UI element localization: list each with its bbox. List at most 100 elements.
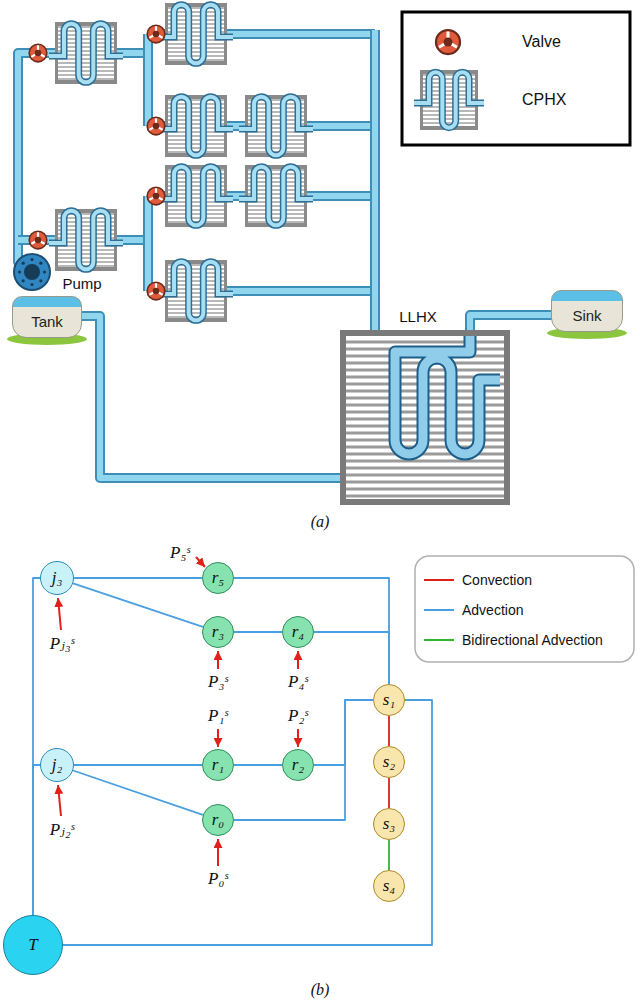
node-text: s₂: [383, 752, 396, 772]
legend-text: Convection: [462, 572, 532, 588]
pipe: [145, 34, 151, 126]
node-text: j₂: [52, 755, 63, 775]
graph-node: s₄: [373, 870, 405, 902]
graph-node: s₂: [373, 746, 405, 778]
connector: [234, 764, 282, 766]
connector: [33, 578, 40, 915]
legend-box: [415, 556, 634, 662]
connector: [314, 632, 389, 684]
cphx-symbol: [49, 209, 123, 271]
connector: [388, 840, 390, 870]
graph-node: j₂: [40, 748, 74, 782]
connector: [33, 765, 40, 915]
tank-node: T: [3, 915, 63, 975]
graph-node: r₂: [282, 749, 314, 781]
pipe: [227, 288, 375, 294]
heat-load-label: Pⱼ₂ˢ: [50, 819, 74, 840]
pipe: [227, 29, 375, 39]
valve-symbol: [147, 282, 165, 300]
leader-arrow: [217, 729, 219, 747]
cphx-symbol: [159, 3, 233, 65]
pipe: [18, 53, 60, 262]
leader-arrow: [58, 785, 61, 816]
connector: [234, 578, 389, 684]
legend-text: Bidirectional Advection: [462, 632, 603, 648]
graph-node: r₅: [202, 562, 234, 594]
heat-load-label: P₅ˢ: [170, 543, 190, 563]
graph-node: r₃: [202, 616, 234, 648]
pipe: [18, 53, 60, 262]
node-text: s₃: [383, 814, 396, 834]
pipe: [227, 31, 375, 37]
panel-label: (b): [311, 981, 330, 999]
heat-load-label: P₃ˢ: [208, 672, 228, 692]
heat-load-label: P₄ˢ: [288, 672, 308, 692]
valve-symbol: [29, 44, 47, 62]
panel-label: (a): [311, 513, 330, 531]
pipe: [307, 121, 375, 131]
graph-node: s₁: [373, 684, 405, 716]
node-text: s₄: [383, 876, 396, 896]
graph-node: j₃: [40, 561, 74, 595]
node-text: j₃: [52, 568, 63, 588]
leader-arrow: [196, 557, 205, 567]
pipe: [145, 196, 151, 291]
reservoir-box: Tank: [12, 296, 82, 338]
pipe: [143, 196, 153, 291]
part-label: Pump: [62, 275, 101, 292]
connector: [73, 770, 203, 814]
cphx-symbol: [159, 95, 233, 157]
valve-symbol: [436, 30, 460, 54]
leader-arrow: [58, 598, 61, 630]
leader-arrow: [297, 729, 299, 747]
heat-load-label: P₁ˢ: [208, 706, 228, 726]
connector: [314, 700, 373, 765]
pipe: [82, 316, 345, 478]
legend-text: Advection: [462, 602, 523, 618]
connector: [234, 631, 282, 633]
connector: [388, 716, 390, 746]
heat-load-label: Pⱼ₃ˢ: [50, 633, 74, 654]
llhx-symbol: [343, 333, 507, 502]
node-text: r₁: [212, 755, 225, 775]
node-text: Tank: [31, 313, 63, 330]
graph-node: r₀: [202, 804, 234, 836]
connector: [234, 700, 373, 820]
graph-node: r₁: [202, 749, 234, 781]
cphx-symbol: [159, 260, 233, 322]
cphx-symbol: [239, 165, 313, 227]
valve-symbol: [147, 25, 165, 43]
pipe: [372, 30, 378, 336]
pump-symbol: [14, 254, 50, 290]
connector: [74, 577, 202, 579]
connector: [73, 583, 203, 627]
pipe: [82, 316, 345, 478]
cphx-symbol: [159, 165, 233, 227]
pipe: [307, 193, 375, 199]
connector: [74, 764, 202, 766]
connector: [63, 700, 432, 945]
reservoir-box: Sink: [551, 290, 623, 332]
node-text: r₄: [292, 622, 305, 642]
cphx-symbol: [49, 22, 123, 84]
node-text: Sink: [572, 307, 601, 324]
heat-load-label: P₀ˢ: [208, 869, 228, 889]
leader-arrow: [297, 651, 299, 669]
legend-sample: [424, 639, 454, 641]
graph-node: s₃: [373, 808, 405, 840]
leader-arrow: [217, 839, 219, 866]
pipe: [370, 30, 380, 336]
node-text: T: [28, 935, 37, 955]
legend-sample: [424, 579, 454, 581]
graph-node: r₄: [282, 616, 314, 648]
node-text: r₂: [292, 755, 305, 775]
leader-arrow: [217, 651, 219, 669]
part-label: LLHX: [399, 308, 437, 325]
pipe: [227, 286, 375, 296]
pipe: [143, 34, 153, 126]
node-text: r₅: [212, 568, 225, 588]
heat-load-label: P₂ˢ: [288, 706, 308, 726]
legend-text: Valve: [522, 33, 561, 51]
